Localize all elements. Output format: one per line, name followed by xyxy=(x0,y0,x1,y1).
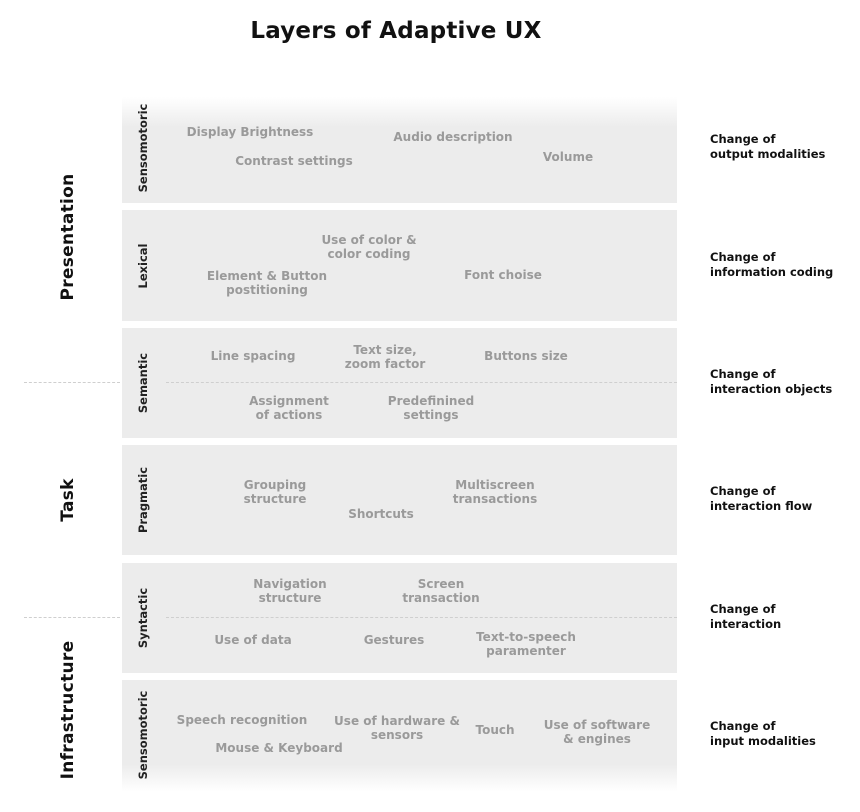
layer-band-syntactic xyxy=(122,563,677,673)
group-divider-presentation-task-left xyxy=(24,382,120,383)
layer-band-sensomotoric-input xyxy=(122,680,677,792)
item-buttons-size: Buttons size xyxy=(484,349,568,363)
group-divider-presentation-task-band xyxy=(166,382,677,383)
item-line-spacing: Line spacing xyxy=(210,349,296,363)
layer-label-sensomotoric-input: Sensomotoric xyxy=(136,690,150,780)
item-use-of-hardware-sensors: Use of hardware & sensors xyxy=(334,714,460,742)
group-divider-task-infrastructure-left xyxy=(24,617,120,618)
group-label-task: Task xyxy=(58,478,78,522)
item-gestures: Gestures xyxy=(363,633,425,647)
item-audio-description: Audio description xyxy=(393,130,513,144)
item-font-choise: Font choise xyxy=(464,268,542,282)
item-predefined-settings: Predefinined settings xyxy=(387,394,475,422)
item-text-size-zoom: Text size, zoom factor xyxy=(344,343,426,371)
item-multiscreen-transactions: Multiscreen transactions xyxy=(452,478,538,506)
change-interaction-flow: Change of interaction flow xyxy=(710,484,813,513)
layer-label-syntactic: Syntactic xyxy=(136,587,150,649)
item-shortcuts: Shortcuts xyxy=(348,507,414,521)
item-touch: Touch xyxy=(475,723,515,737)
item-use-of-color: Use of color & color coding xyxy=(321,233,417,261)
change-interaction: Change of interaction xyxy=(710,602,782,631)
item-use-of-software-engines: Use of software & engines xyxy=(543,718,651,746)
group-divider-task-infrastructure-band xyxy=(166,617,677,618)
item-speech-recognition: Speech recognition xyxy=(176,713,308,727)
change-information-coding: Change of information coding xyxy=(710,250,834,279)
item-use-of-data: Use of data xyxy=(214,633,292,647)
layer-label-pragmatic: Pragmatic xyxy=(136,466,150,534)
item-text-to-speech-parameter: Text-to-speech paramenter xyxy=(476,630,576,658)
change-input-modalities: Change of input modalities xyxy=(710,719,816,748)
item-grouping-structure: Grouping structure xyxy=(243,478,307,506)
layer-band-semantic xyxy=(122,328,677,438)
layer-label-sensomotoric-output: Sensomotoric xyxy=(136,103,150,193)
group-label-infrastructure: Infrastructure xyxy=(58,640,78,780)
group-label-presentation: Presentation xyxy=(58,173,78,301)
item-screen-transaction: Screen transaction xyxy=(402,577,480,605)
layer-label-semantic: Semantic xyxy=(136,352,150,414)
layer-band-pragmatic xyxy=(122,445,677,555)
item-element-button-positioning: Element & Button postitioning xyxy=(206,269,328,297)
item-contrast-settings: Contrast settings xyxy=(235,154,353,168)
item-volume: Volume xyxy=(542,150,594,164)
item-navigation-structure: Navigation structure xyxy=(253,577,327,605)
layer-band-sensomotoric-output xyxy=(122,97,677,203)
change-output-modalities: Change of output modalities xyxy=(710,132,826,161)
change-interaction-objects: Change of interaction objects xyxy=(710,367,833,396)
item-assignment-of-actions: Assignment of actions xyxy=(249,394,329,422)
item-mouse-keyboard: Mouse & Keyboard xyxy=(215,741,343,755)
layer-label-lexical: Lexical xyxy=(136,243,150,289)
item-display-brightness: Display Brightness xyxy=(186,125,314,139)
layer-band-lexical xyxy=(122,210,677,321)
diagram-title: Layers of Adaptive UX xyxy=(250,18,542,44)
